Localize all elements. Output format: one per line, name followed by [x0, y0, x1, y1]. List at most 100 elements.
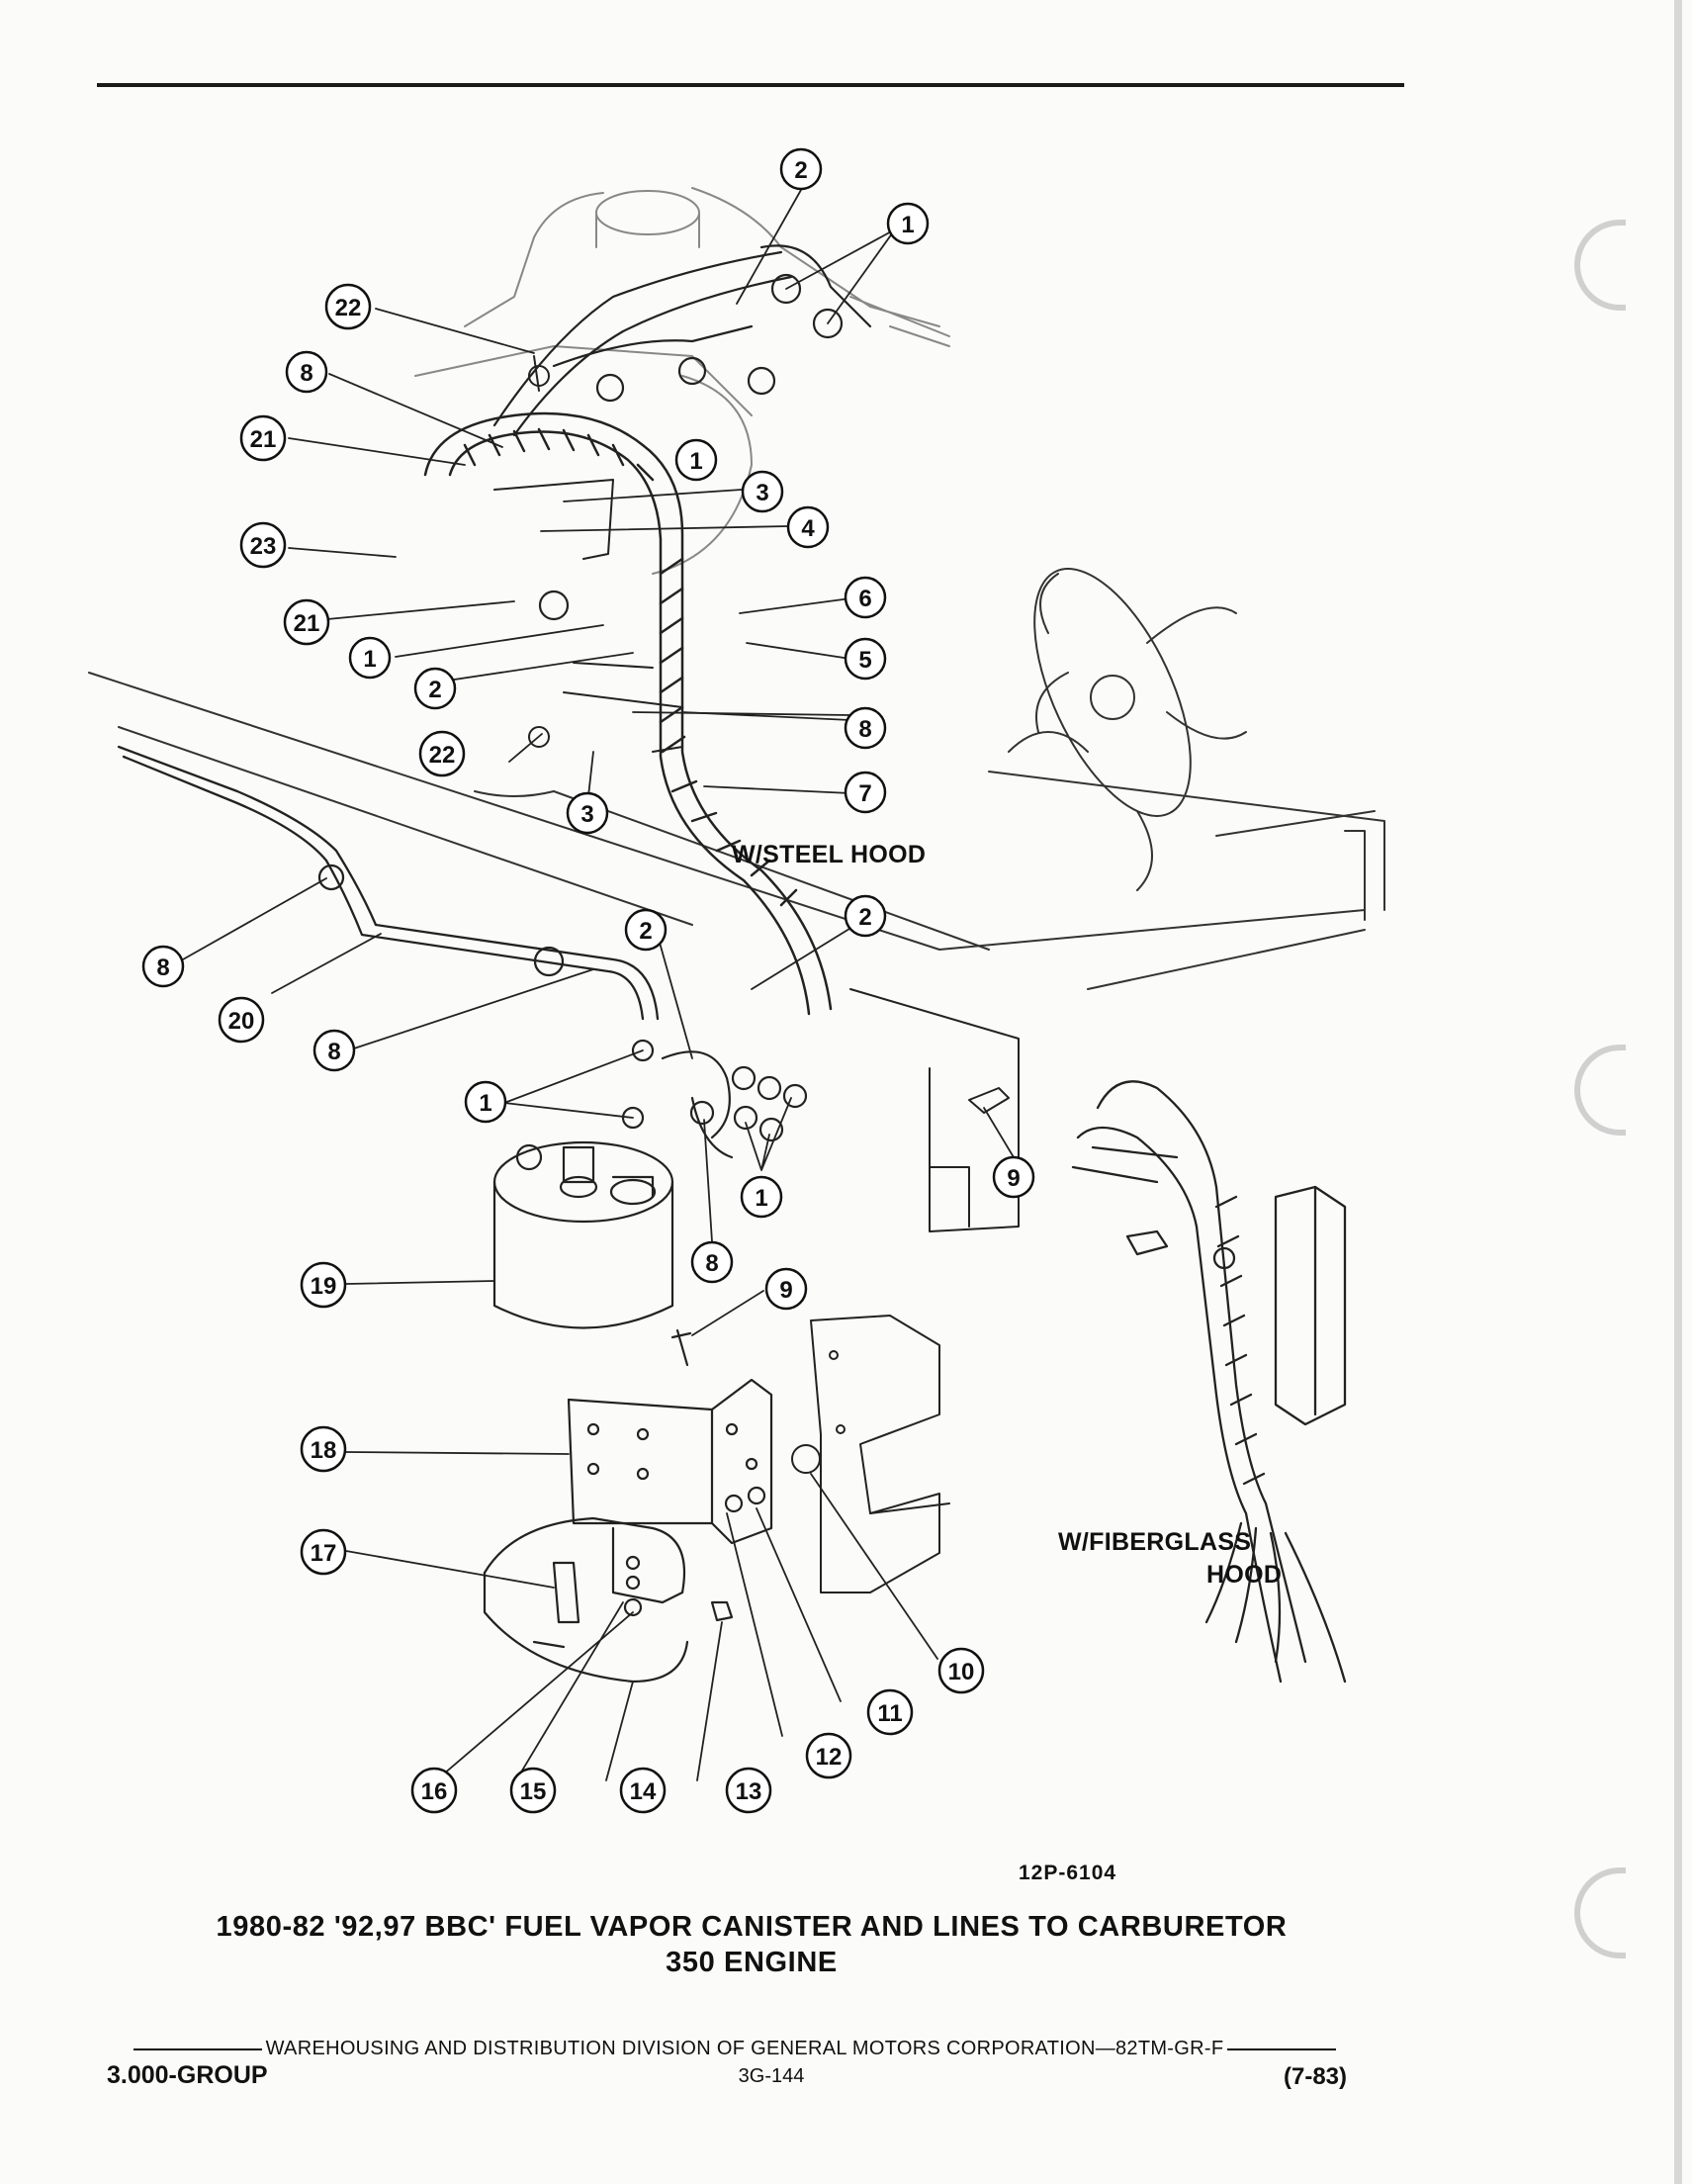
- svg-text:22: 22: [335, 295, 362, 321]
- figure-id: 12P-6104: [1019, 1862, 1117, 1884]
- svg-text:1: 1: [479, 1090, 491, 1117]
- svg-text:1: 1: [755, 1185, 767, 1212]
- callout-6: 6: [844, 576, 887, 619]
- leader-lines: [182, 189, 1015, 1781]
- callout-21-a: 21: [239, 414, 287, 462]
- callout-1-c: 1: [348, 636, 392, 680]
- callout-4: 4: [786, 505, 830, 549]
- callout-2-c: 2: [624, 908, 668, 952]
- steel-hood-label: W/STEEL HOOD: [732, 841, 927, 868]
- callout-12: 12: [805, 1732, 852, 1779]
- svg-text:8: 8: [327, 1039, 340, 1065]
- fender-bracket: [791, 1315, 950, 1593]
- callout-14: 14: [619, 1767, 667, 1814]
- svg-text:12: 12: [816, 1744, 843, 1771]
- svg-text:8: 8: [300, 360, 312, 387]
- svg-text:22: 22: [429, 742, 456, 769]
- svg-text:19: 19: [311, 1273, 337, 1300]
- header-rule: [97, 83, 1404, 87]
- callout-15: 15: [509, 1767, 557, 1814]
- footer-publisher-line: WAREHOUSING AND DISTRIBUTION DIVISION OF…: [107, 2038, 1363, 2060]
- svg-text:21: 21: [250, 426, 277, 453]
- callout-1-d: 1: [464, 1080, 507, 1124]
- cooling-fan: [1008, 568, 1247, 891]
- svg-text:6: 6: [858, 586, 871, 612]
- footer-revision: (7-83): [1284, 2063, 1348, 2090]
- upper-vapor-lines: [492, 244, 872, 621]
- svg-text:2: 2: [794, 157, 807, 184]
- footer-group: 3.000-GROUP: [107, 2061, 268, 2089]
- callout-23: 23: [239, 521, 287, 569]
- callout-1-e: 1: [740, 1175, 783, 1219]
- svg-text:1: 1: [901, 212, 914, 238]
- svg-text:3: 3: [580, 801, 593, 828]
- svg-text:17: 17: [311, 1540, 337, 1567]
- svg-text:8: 8: [156, 955, 169, 981]
- upper-bracket: [493, 355, 683, 753]
- callout-16: 16: [410, 1767, 458, 1814]
- callout-2-a: 2: [779, 147, 823, 191]
- svg-text:13: 13: [736, 1778, 762, 1805]
- svg-text:8: 8: [705, 1250, 718, 1277]
- svg-text:9: 9: [779, 1277, 792, 1304]
- callout-10: 10: [937, 1647, 985, 1694]
- callout-2-d: 2: [844, 894, 887, 938]
- canister-strap: [483, 1516, 734, 1684]
- callout-20: 20: [218, 996, 265, 1044]
- figure-caption-title: 1980-82 '92,97 BBC' FUEL VAPOR CANISTER …: [216, 1911, 1288, 1943]
- frame-rail: [88, 672, 1385, 990]
- callout-18: 18: [300, 1425, 347, 1473]
- callout-5: 5: [844, 637, 887, 681]
- svg-text:16: 16: [421, 1778, 448, 1805]
- footer-rule-right: [1227, 2048, 1337, 2050]
- callout-9-a: 9: [992, 1155, 1035, 1199]
- connector-cluster: [621, 1039, 808, 1159]
- svg-text:15: 15: [520, 1778, 547, 1805]
- svg-text:18: 18: [311, 1437, 337, 1464]
- svg-text:4: 4: [801, 515, 815, 542]
- callout-8-b: 8: [844, 706, 887, 750]
- fiberglass-hood-label: W/FIBERGLASS: [1058, 1528, 1252, 1556]
- svg-text:21: 21: [294, 610, 320, 637]
- callout-8-a: 8: [285, 350, 328, 394]
- callout-21-b: 21: [283, 598, 330, 646]
- footer-publisher: WAREHOUSING AND DISTRIBUTION DIVISION OF…: [265, 2038, 1224, 2059]
- callout-22-a: 22: [324, 283, 372, 330]
- callout-markers: 2 1 22 8 21 1 3 23 4 21 6 1 5 2 8 22 7 3…: [141, 147, 1035, 1814]
- callout-1-a: 1: [886, 202, 930, 245]
- fiberglass-hood-variant: [1071, 1080, 1347, 1684]
- footer-page-number: 3G-144: [738, 2065, 805, 2087]
- callout-17: 17: [300, 1528, 347, 1576]
- svg-text:1: 1: [363, 646, 376, 673]
- fiberglass-hood-label-2: HOOD: [1206, 1561, 1283, 1589]
- callout-8-c: 8: [141, 945, 185, 988]
- callout-8-e: 8: [690, 1240, 734, 1284]
- footer-rule-left: [133, 2048, 262, 2050]
- canister-bracket: [567, 1328, 773, 1545]
- svg-text:8: 8: [858, 716, 871, 743]
- page-edge: [1674, 0, 1682, 2184]
- fuel-line-20: [117, 745, 660, 1021]
- svg-text:7: 7: [858, 780, 871, 807]
- svg-text:11: 11: [877, 1700, 902, 1727]
- engine-top-outline: [414, 187, 950, 575]
- svg-text:10: 10: [948, 1659, 975, 1685]
- svg-text:14: 14: [630, 1778, 657, 1805]
- figure-caption-subtitle: 350 ENGINE: [666, 1947, 838, 1978]
- callout-11: 11: [866, 1688, 914, 1736]
- svg-text:2: 2: [858, 904, 871, 931]
- svg-text:1: 1: [689, 448, 702, 475]
- callout-8-d: 8: [312, 1029, 356, 1072]
- svg-text:20: 20: [228, 1008, 255, 1035]
- frame-bracket: [849, 988, 1020, 1232]
- callout-22-b: 22: [418, 730, 466, 777]
- hose-bundle: [423, 411, 833, 1016]
- svg-text:5: 5: [858, 647, 871, 674]
- vapor-canister: [492, 1140, 674, 1329]
- callout-7: 7: [844, 771, 887, 814]
- callout-3-b: 3: [566, 791, 609, 835]
- callout-19: 19: [300, 1261, 347, 1309]
- callout-2-b: 2: [413, 667, 457, 710]
